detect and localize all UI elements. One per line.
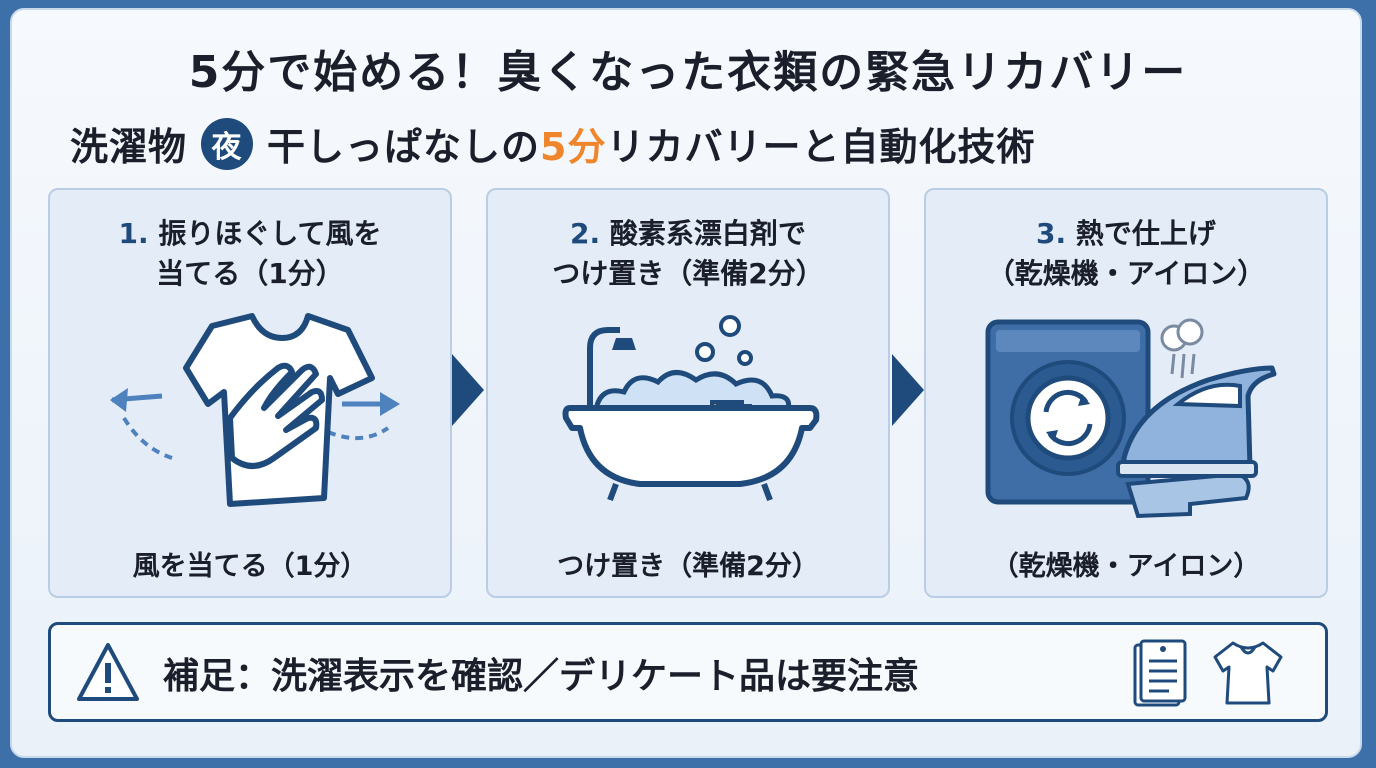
step-caption: つけ置き（準備2分）: [557, 551, 819, 582]
step-heading: 3. 熱で仕上げ （乾燥機・アイロン）: [926, 214, 1326, 294]
dryer-iron-icon: [985, 318, 1277, 519]
subtitle-part-2: 干しっぱなしの: [267, 125, 541, 169]
care-label-icon: [1133, 639, 1187, 707]
step-heading-line2: つけ置き（準備2分）: [552, 257, 824, 290]
subtitle-part-3: リカバリーと自動化技術: [606, 125, 1036, 169]
step-heading-line1: 振りほぐして風を: [158, 217, 382, 250]
warning-icon: [77, 643, 139, 701]
step-number: 2.: [570, 217, 601, 250]
shirt-shake-icon: [110, 313, 400, 507]
step-heading-line2: 当てる（1分）: [156, 257, 344, 290]
note-bar: 補足：洗濯表示を確認／デリケート品は要注意: [48, 622, 1328, 722]
page-title: 5分で始める！臭くなった衣類の緊急リカバリー: [188, 47, 1188, 98]
step-caption: （乾燥機・アイロン）: [991, 551, 1261, 582]
step-arrow-icon: [892, 354, 924, 426]
step-number: 3.: [1036, 217, 1067, 250]
step-caption: 風を当てる（1分）: [132, 551, 368, 582]
step-number: 1.: [118, 217, 149, 250]
night-badge: 夜: [201, 117, 254, 170]
step-heading-line1: 酸素系漂白剤で: [609, 217, 806, 250]
step-card-3: 3. 熱で仕上げ （乾燥機・アイロン） （乾燥機・アイロン）: [924, 188, 1328, 598]
page-subtitle: 洗濯物 夜 干しっぱなしの 5分 リカバリーと自動化技術: [70, 116, 1310, 171]
bathtub-soak-icon: [562, 315, 820, 502]
step-card-1: 1. 振りほぐして風を 当てる（1分） 風を当てる（1分）: [48, 188, 452, 598]
blouse-icon: [1213, 641, 1283, 705]
step-heading: 2. 酸素系漂白剤で つけ置き（準備2分）: [488, 214, 888, 294]
subtitle-highlight: 5分: [540, 125, 607, 169]
subtitle-part-1: 洗濯物: [70, 125, 188, 169]
step-heading-line1: 熱で仕上げ: [1075, 217, 1216, 250]
step-heading: 1. 振りほぐして風を 当てる（1分）: [50, 214, 450, 294]
note-text: 補足：洗濯表示を確認／デリケート品は要注意: [163, 656, 920, 697]
step-heading-line2: （乾燥機・アイロン）: [986, 257, 1266, 290]
step-card-2: 2. 酸素系漂白剤で つけ置き（準備2分） つけ置き（準備2分）: [486, 188, 890, 598]
step-arrow-icon: [452, 354, 484, 426]
